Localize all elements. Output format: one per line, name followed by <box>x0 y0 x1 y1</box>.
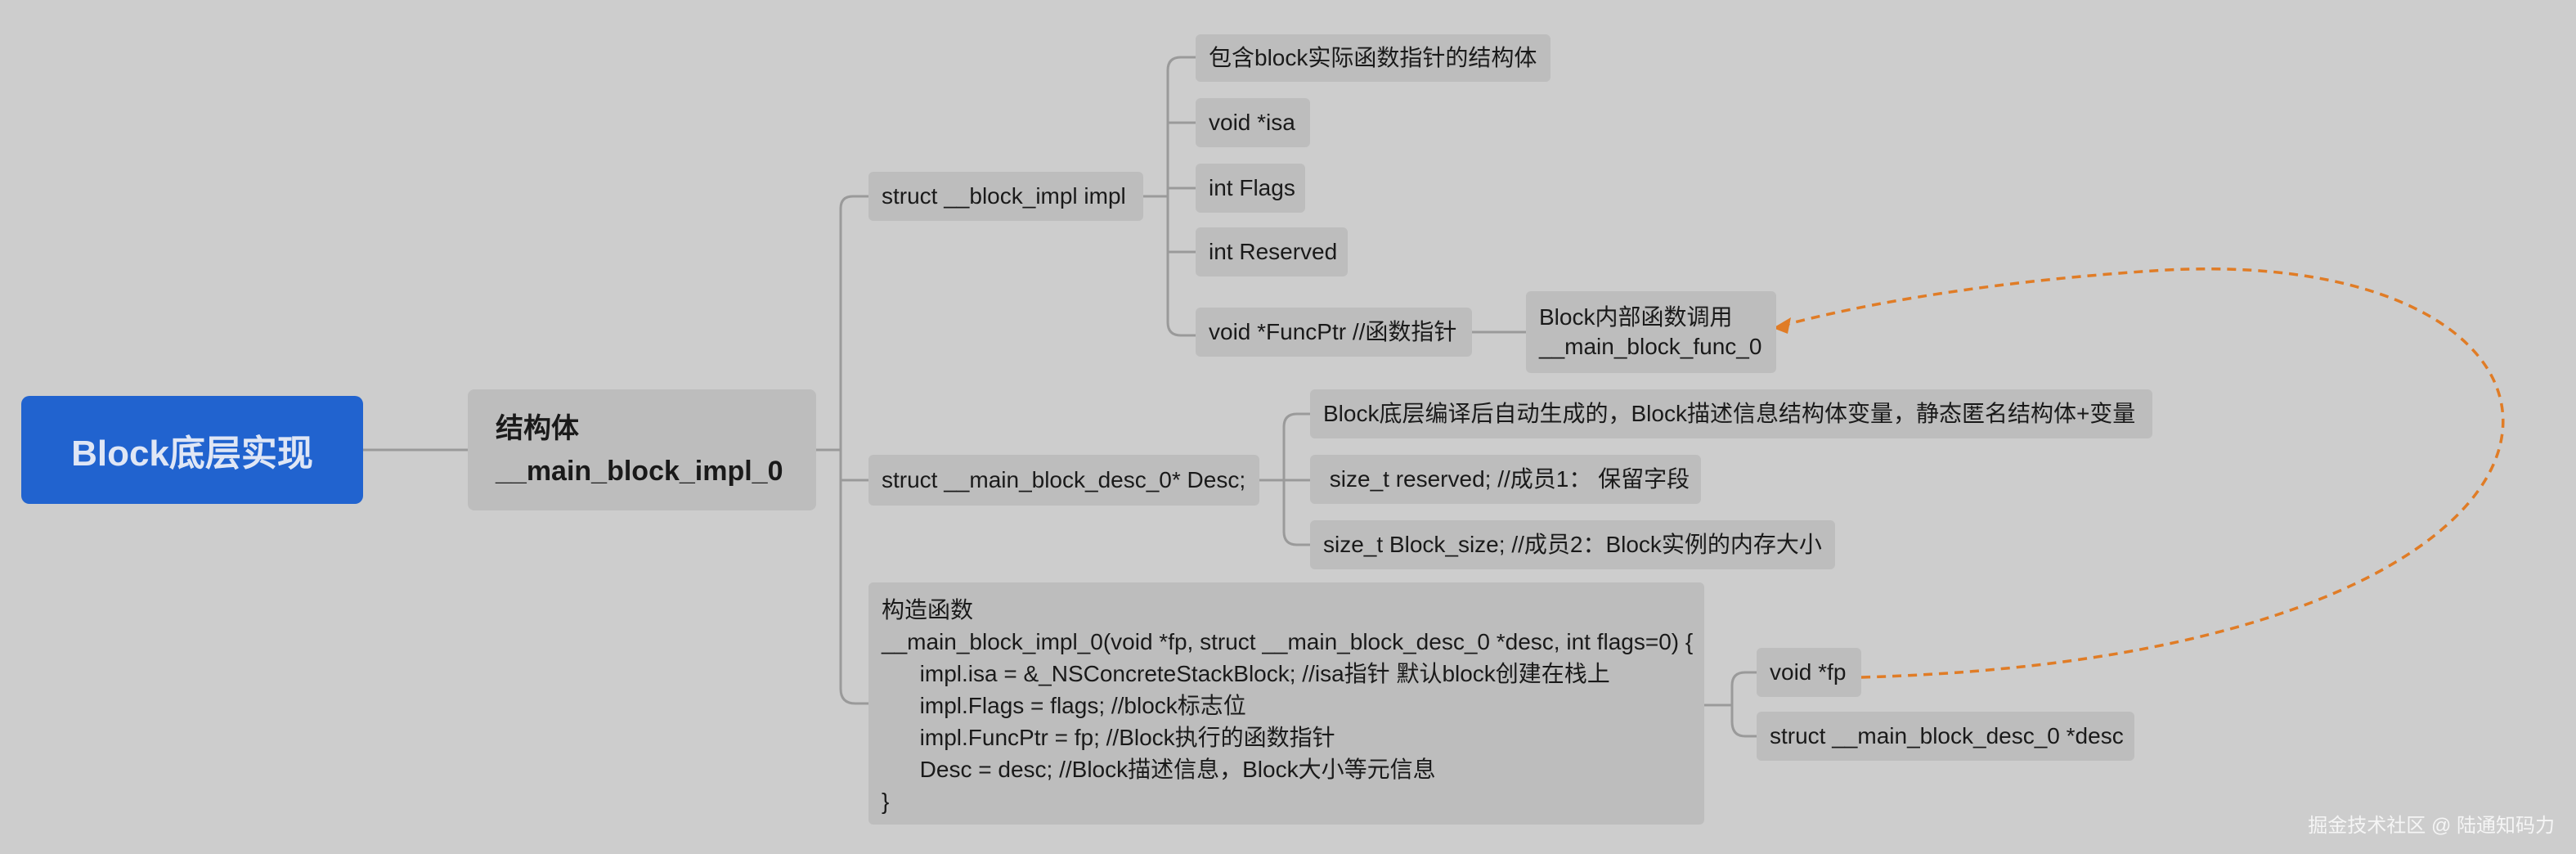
param-desc-node[interactable]: struct __main_block_desc_0 *desc <box>1757 712 2134 761</box>
edge-desc-children <box>1259 412 1310 546</box>
reserved-node[interactable]: int Reserved <box>1196 227 1348 276</box>
block-size-node[interactable]: size_t Block_size; //成员2：Block实例的内存大小 <box>1310 520 1835 569</box>
watermark: 掘金技术社区 @ 陆通知码力 <box>2308 815 2555 837</box>
funcptr-node[interactable]: void *FuncPtr //函数指针 <box>1196 308 1472 357</box>
edge-impl-children <box>1143 56 1196 337</box>
flags-node[interactable]: int Flags <box>1196 164 1305 213</box>
desc-description-node[interactable]: Block底层编译后自动生成的，Block描述信息结构体变量，静态匿名结构体+变… <box>1310 389 2152 438</box>
edge-main-children <box>816 195 868 705</box>
impl-node[interactable]: struct __block_impl impl <box>868 172 1143 221</box>
edge-ctor-params <box>1704 671 1757 738</box>
constructor-node[interactable]: 构造函数 __main_block_impl_0(void *fp, struc… <box>868 582 1704 825</box>
func-call-node[interactable]: Block内部函数调用 __main_block_func_0 <box>1526 291 1776 373</box>
arrowhead-icon <box>1773 317 1791 334</box>
main-struct-node[interactable]: 结构体 __main_block_impl_0 <box>468 389 816 510</box>
root-node[interactable]: Block底层实现 <box>21 396 363 504</box>
desc-node[interactable]: struct __main_block_desc_0* Desc; <box>868 455 1259 506</box>
param-fp-node[interactable]: void *fp <box>1757 648 1861 697</box>
dashed-arrow-fp-to-func <box>1775 267 2505 679</box>
impl-description-node[interactable]: 包含block实际函数指针的结构体 <box>1196 34 1551 82</box>
isa-node[interactable]: void *isa <box>1196 98 1310 147</box>
desc-reserved-node[interactable]: size_t reserved; //成员1： 保留字段 <box>1310 455 1701 504</box>
